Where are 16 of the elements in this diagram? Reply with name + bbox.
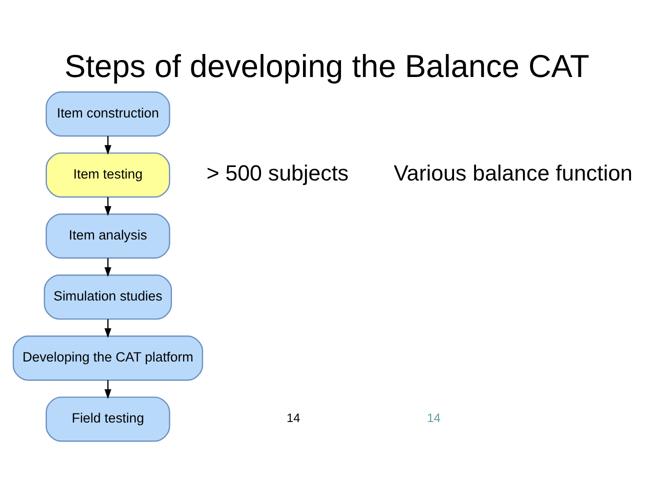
arrow bbox=[104, 197, 112, 216]
diagram-title: Steps of developing the Balance CAT bbox=[64, 48, 590, 84]
label: > 500 subjects bbox=[206, 160, 349, 186]
arrow bbox=[104, 258, 112, 277]
node-box: Item construction bbox=[46, 91, 170, 137]
node-box: Item analysis bbox=[46, 213, 170, 259]
node-box: Item testing bbox=[46, 152, 170, 198]
arrow bbox=[104, 136, 112, 155]
label: Various balance function bbox=[394, 160, 633, 186]
label: 14 bbox=[427, 411, 441, 426]
arrow bbox=[104, 380, 112, 400]
node-box: Field testing bbox=[46, 396, 170, 442]
node-box: Developing the CAT platform bbox=[12, 336, 204, 381]
label: 14 bbox=[286, 411, 300, 426]
arrow bbox=[104, 319, 112, 338]
node-box: Simulation studies bbox=[44, 274, 172, 320]
